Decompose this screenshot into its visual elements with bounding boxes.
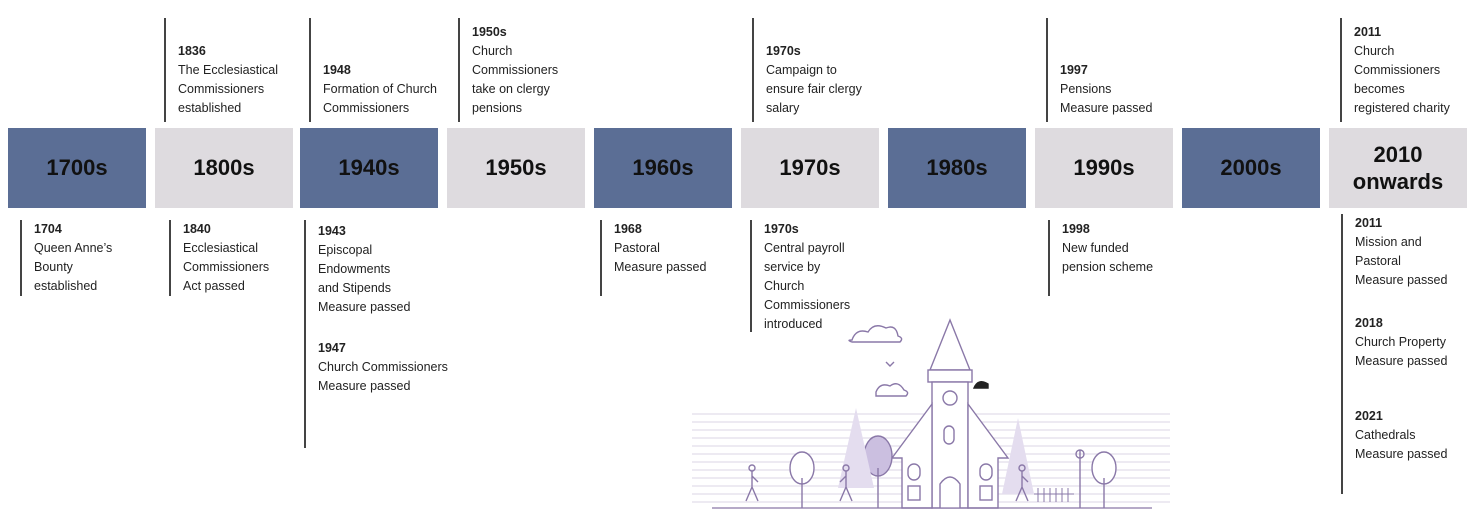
event-year: 1836 [178, 44, 206, 58]
band-2000s: 2000s [1182, 128, 1320, 208]
event-2021: 2021 Cathedrals Measure passed [1355, 407, 1480, 464]
event-year: 1947 [318, 341, 346, 355]
tree-icon [789, 451, 815, 508]
event-text: Queen Anne’s Bounty established [34, 241, 113, 293]
event-year: 2011 [1355, 216, 1383, 230]
event-text: New funded pension scheme [1062, 241, 1154, 274]
event-1947: 1947 Church Commissioners Measure passed [318, 339, 468, 396]
event-year: 1998 [1062, 222, 1090, 236]
cloud-icon [875, 383, 909, 397]
person-walking-icon [1015, 464, 1029, 502]
event-year: 1968 [614, 222, 642, 236]
event-text: Pastoral Measure passed [614, 241, 707, 274]
event-year: 1840 [183, 222, 211, 236]
band-1700s: 1700s [8, 128, 146, 208]
church-icon [890, 318, 1010, 509]
band-1800s: 1800s [155, 128, 293, 208]
event-1836: 1836 The Ecclesiastical Commissioners es… [164, 18, 292, 122]
events-2010s-group: 2011 Mission and Pastoral Measure passed… [1341, 214, 1480, 494]
cloud-icon [848, 325, 903, 343]
tree-icon [1091, 451, 1117, 508]
event-year: 1970s [766, 44, 801, 58]
event-text: Central payroll service by Church Commis… [764, 241, 851, 331]
event-1950s: 1950s Church Commissioners take on clerg… [458, 18, 586, 122]
event-1840: 1840 Ecclesiastical Commissioners Act pa… [169, 220, 303, 296]
event-text: Pensions Measure passed [1060, 82, 1153, 115]
event-year: 1997 [1060, 63, 1088, 77]
band-2010-onwards: 2010 onwards [1329, 128, 1467, 208]
events-1940s-group: 1943 Episcopal Endowments and Stipends M… [304, 220, 468, 448]
tree-icon [1002, 418, 1034, 494]
event-year: 1943 [318, 224, 346, 238]
fence-icon [1034, 488, 1074, 502]
event-text: The Ecclesiastical Commissioners establi… [178, 63, 279, 115]
band-1990s: 1990s [1035, 128, 1173, 208]
event-text: Church Commissioners becomes registered … [1354, 44, 1450, 115]
event-1970s-salary: 1970s Campaign to ensure fair clergy sal… [752, 18, 880, 122]
event-1948: 1948 Formation of Church Commissioners [309, 18, 449, 122]
cloud-icon [972, 381, 989, 389]
lamp-post-icon [1075, 449, 1085, 508]
band-1950s: 1950s [447, 128, 585, 208]
event-year: 1704 [34, 222, 62, 236]
person-walking-icon [745, 464, 759, 502]
event-text: Church Property Measure passed [1355, 335, 1448, 368]
tree-icon [838, 408, 874, 488]
event-2018: 2018 Church Property Measure passed [1355, 314, 1480, 371]
event-text: Campaign to ensure fair clergy salary [766, 63, 862, 115]
event-year: 2011 [1354, 25, 1382, 39]
band-1940s: 1940s [300, 128, 438, 208]
event-1998: 1998 New funded pension scheme [1048, 220, 1190, 296]
person-walking-icon [839, 464, 853, 502]
event-year: 1950s [472, 25, 507, 39]
event-text: Cathedrals Measure passed [1355, 428, 1448, 461]
event-1997: 1997 Pensions Measure passed [1046, 18, 1174, 122]
event-year: 2021 [1355, 409, 1383, 423]
event-text: Episcopal Endowments and Stipends Measur… [318, 243, 411, 314]
event-text: Ecclesiastical Commissioners Act passed [183, 241, 270, 293]
event-text: Church Commissioners Measure passed [318, 360, 448, 393]
event-1970s-payroll: 1970s Central payroll service by Church … [750, 220, 892, 332]
band-1960s: 1960s [594, 128, 732, 208]
event-1704: 1704 Queen Anne’s Bounty established [20, 220, 154, 296]
church-illustration [692, 318, 1170, 509]
event-text: Church Commissioners take on clergy pens… [472, 44, 559, 115]
event-1968: 1968 Pastoral Measure passed [600, 220, 742, 296]
event-1943: 1943 Episcopal Endowments and Stipends M… [318, 220, 468, 317]
event-year: 1970s [764, 222, 799, 236]
event-year: 1948 [323, 63, 351, 77]
bird-icon [885, 361, 895, 367]
event-year: 2018 [1355, 316, 1383, 330]
event-2011-charity: 2011 Church Commissioners becomes regist… [1340, 18, 1468, 122]
event-2011-mission: 2011 Mission and Pastoral Measure passed [1355, 214, 1480, 290]
band-1980s: 1980s [888, 128, 1026, 208]
band-1970s: 1970s [741, 128, 879, 208]
event-text: Mission and Pastoral Measure passed [1355, 235, 1448, 287]
event-text: Formation of Church Commissioners [323, 82, 437, 115]
